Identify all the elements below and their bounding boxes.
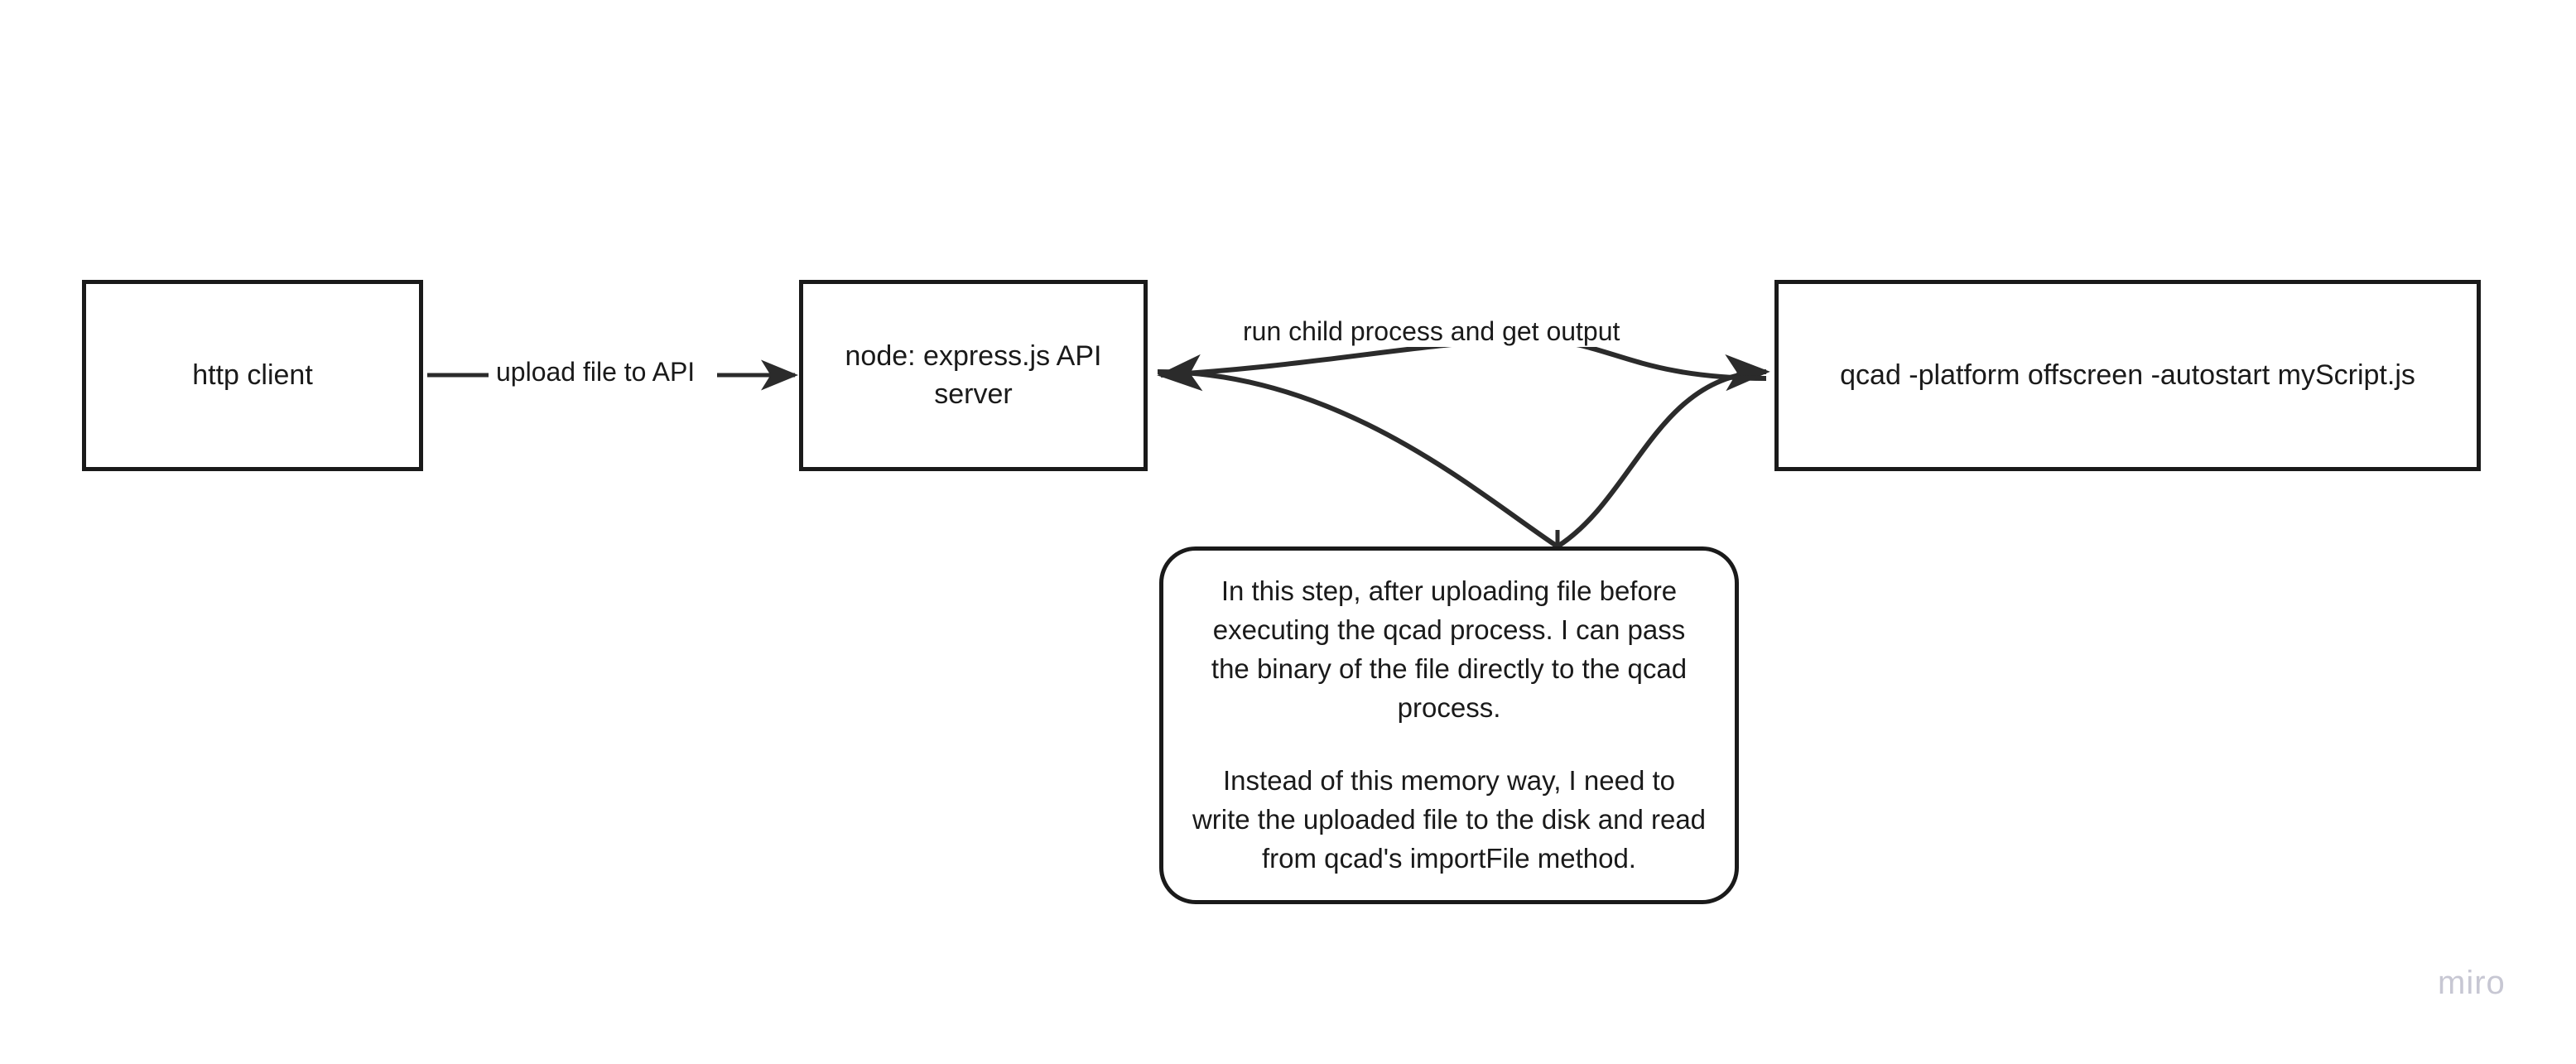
edge-label-run-child-process: run child process and get output — [1235, 316, 1628, 347]
note-paragraph-1: In this step, after uploading file befor… — [1211, 575, 1688, 723]
note-memory-vs-disk[interactable]: In this step, after uploading file befor… — [1159, 546, 1739, 904]
node-express-server[interactable]: node: express.js API server — [799, 280, 1148, 471]
node-http-client-label: http client — [192, 359, 313, 391]
child-process-edge-arrow-to-qcad — [1556, 354, 1770, 549]
node-http-client[interactable]: http client — [82, 280, 423, 471]
miro-watermark: miro — [2438, 965, 2506, 1001]
edge-label-upload-file: upload file to API — [489, 357, 703, 388]
node-qcad-process-label: qcad -platform offscreen -autostart mySc… — [1840, 359, 2415, 391]
node-qcad-process[interactable]: qcad -platform offscreen -autostart mySc… — [1774, 280, 2481, 471]
child-process-edge-to-qcad — [1157, 369, 1559, 549]
node-express-server-label: node: express.js API server — [845, 339, 1102, 410]
note-paragraph-2: Instead of this memory way, I need to wr… — [1192, 765, 1707, 874]
